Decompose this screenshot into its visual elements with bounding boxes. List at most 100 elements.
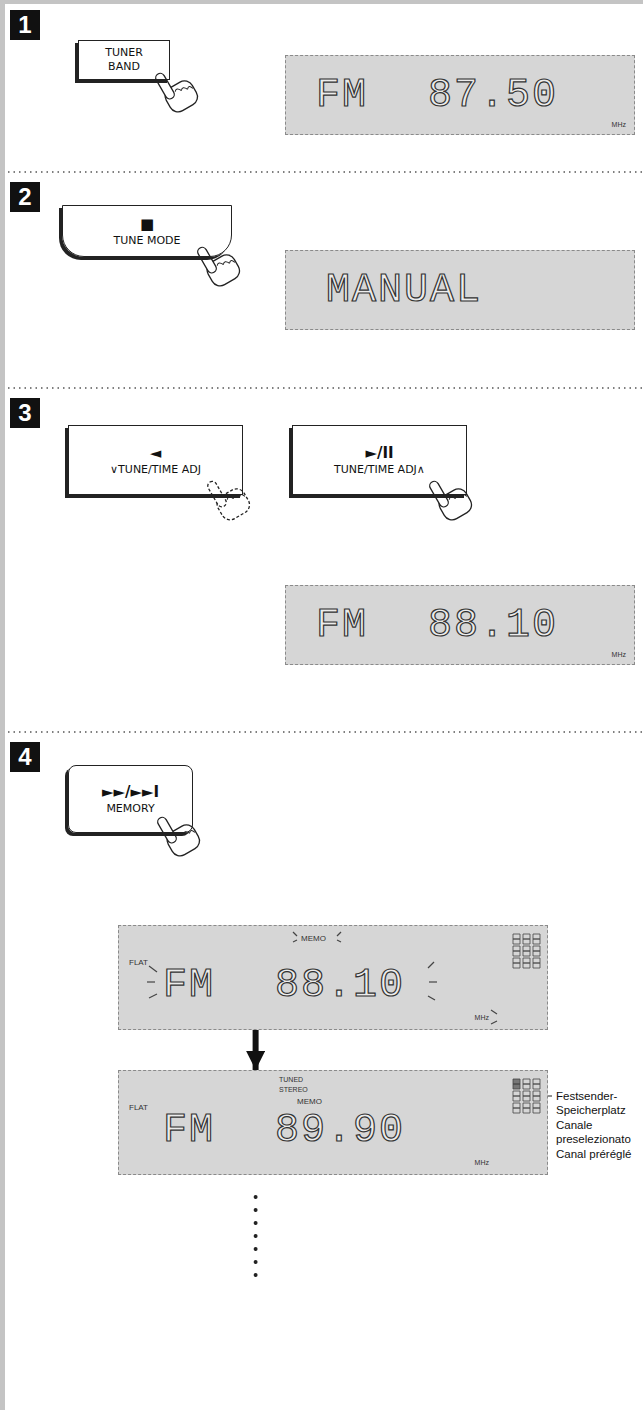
blink-mark — [491, 1021, 497, 1024]
display-indicator: MHz — [612, 651, 626, 658]
blink-mark — [149, 994, 157, 998]
preset-cell — [533, 934, 540, 944]
button-label: MEMORY — [106, 802, 154, 816]
blink-mark — [428, 962, 434, 968]
lcd-display: FLAT MEMO FM 88.10MHz — [118, 925, 548, 1030]
flow-arrow — [253, 1030, 259, 1070]
hand-icon — [427, 470, 475, 523]
button-label: ◄ — [150, 444, 162, 463]
display-indicator: MHz — [612, 121, 626, 128]
display-readout: FM 89.90 — [163, 1111, 405, 1151]
button-label: BAND — [108, 60, 140, 74]
continuation-dot — [254, 1260, 258, 1264]
step-separator — [8, 731, 643, 732]
page-edge — [0, 0, 643, 4]
blink-mark — [337, 940, 341, 942]
button-label: TUNE MODE — [113, 234, 180, 248]
lcd-display: MANUAL — [285, 250, 635, 330]
blink-mark — [337, 932, 341, 936]
step-number: 4 — [18, 743, 31, 771]
knuckle — [183, 830, 190, 836]
preset-cell — [523, 958, 530, 968]
step-number: 2 — [18, 183, 31, 211]
hand-icon — [205, 470, 253, 523]
hand-icon — [153, 62, 201, 115]
preset-cell — [533, 958, 540, 968]
display-readout: FM 87.50 — [316, 76, 558, 116]
step-number: 3 — [18, 399, 31, 427]
display-indicator: STEREO — [279, 1086, 308, 1093]
preset-cell — [523, 1103, 530, 1113]
callout-label: Canal préréglé — [556, 1147, 641, 1161]
callout: Festsender- SpeicherplatzCanale preselez… — [556, 1089, 641, 1161]
button: ◄∨TUNE/TIME ADJ — [68, 425, 243, 495]
step-number: 3 — [10, 398, 40, 428]
step-number: 4 — [10, 742, 40, 772]
preset-cell — [523, 1091, 530, 1101]
knuckle — [187, 85, 193, 91]
blink-mark — [149, 966, 157, 972]
knuckle — [455, 494, 462, 500]
continuation-dot — [254, 1234, 258, 1238]
blink-mark — [293, 932, 297, 936]
button: TUNERBAND — [78, 40, 170, 80]
preset-cell — [533, 1091, 540, 1101]
lcd-display: FM 88.10MHz — [285, 585, 635, 665]
preset-cell — [513, 946, 520, 956]
continuation-dot — [254, 1195, 258, 1199]
preset-cell — [513, 958, 520, 968]
callout-label: Canale preselezionato — [556, 1118, 641, 1147]
display-indicator: MHz — [475, 1014, 489, 1021]
button-label: TUNE/TIME ADJ∧ — [334, 463, 425, 477]
step-number: 2 — [10, 182, 40, 212]
continuation-dot — [254, 1247, 258, 1251]
lcd-display: FM 87.50MHz — [285, 55, 635, 135]
knuckle — [229, 259, 235, 265]
button-label: ■ — [140, 215, 154, 234]
hand-outline — [156, 816, 178, 845]
preset-cell — [523, 1079, 530, 1089]
blink-mark — [147, 981, 155, 982]
display-readout: FM 88.10 — [163, 966, 405, 1006]
knuckle — [226, 495, 233, 501]
blink-mark — [293, 940, 297, 942]
display-indicator: MEMO — [301, 934, 326, 943]
hand-outline — [154, 72, 176, 101]
knuckle — [189, 829, 195, 835]
blink-mark — [429, 981, 437, 982]
display-indicator: FLAT — [129, 958, 148, 967]
step-separator — [8, 171, 643, 172]
display-indicator: MHz — [475, 1159, 489, 1166]
display-readout: FM 88.10 — [316, 606, 558, 646]
hand-icon — [195, 236, 243, 289]
callout-label: Festsender- Speicherplatz — [556, 1089, 641, 1118]
page-edge — [0, 0, 5, 1410]
display-indicator: FLAT — [129, 1103, 148, 1112]
step-separator — [8, 387, 643, 388]
display-readout: MANUAL — [326, 271, 482, 311]
knuckle — [174, 87, 181, 93]
blink-mark — [491, 1010, 497, 1014]
continuation-dot — [254, 1273, 258, 1277]
button-label: ►►/►►I — [102, 783, 159, 802]
button: ►/IITUNE/TIME ADJ∧ — [292, 425, 467, 495]
knuckle — [448, 495, 455, 501]
knuckle — [223, 260, 230, 266]
continuation-dot — [254, 1221, 258, 1225]
step-number: 1 — [18, 11, 31, 39]
lcd-display: TUNEDSTEREOMEMOFLATFM 89.90MHz — [118, 1070, 548, 1175]
button-label: TUNER — [105, 46, 143, 60]
preset-cell — [523, 934, 530, 944]
preset-cell — [533, 946, 540, 956]
continuation-dot — [254, 1208, 258, 1212]
hand-outline — [196, 246, 218, 275]
preset-cell — [513, 934, 520, 944]
preset-cell — [513, 1079, 520, 1089]
blink-mark — [428, 996, 435, 1000]
knuckle — [233, 494, 240, 500]
preset-cell — [533, 1103, 540, 1113]
knuckle — [216, 261, 223, 267]
